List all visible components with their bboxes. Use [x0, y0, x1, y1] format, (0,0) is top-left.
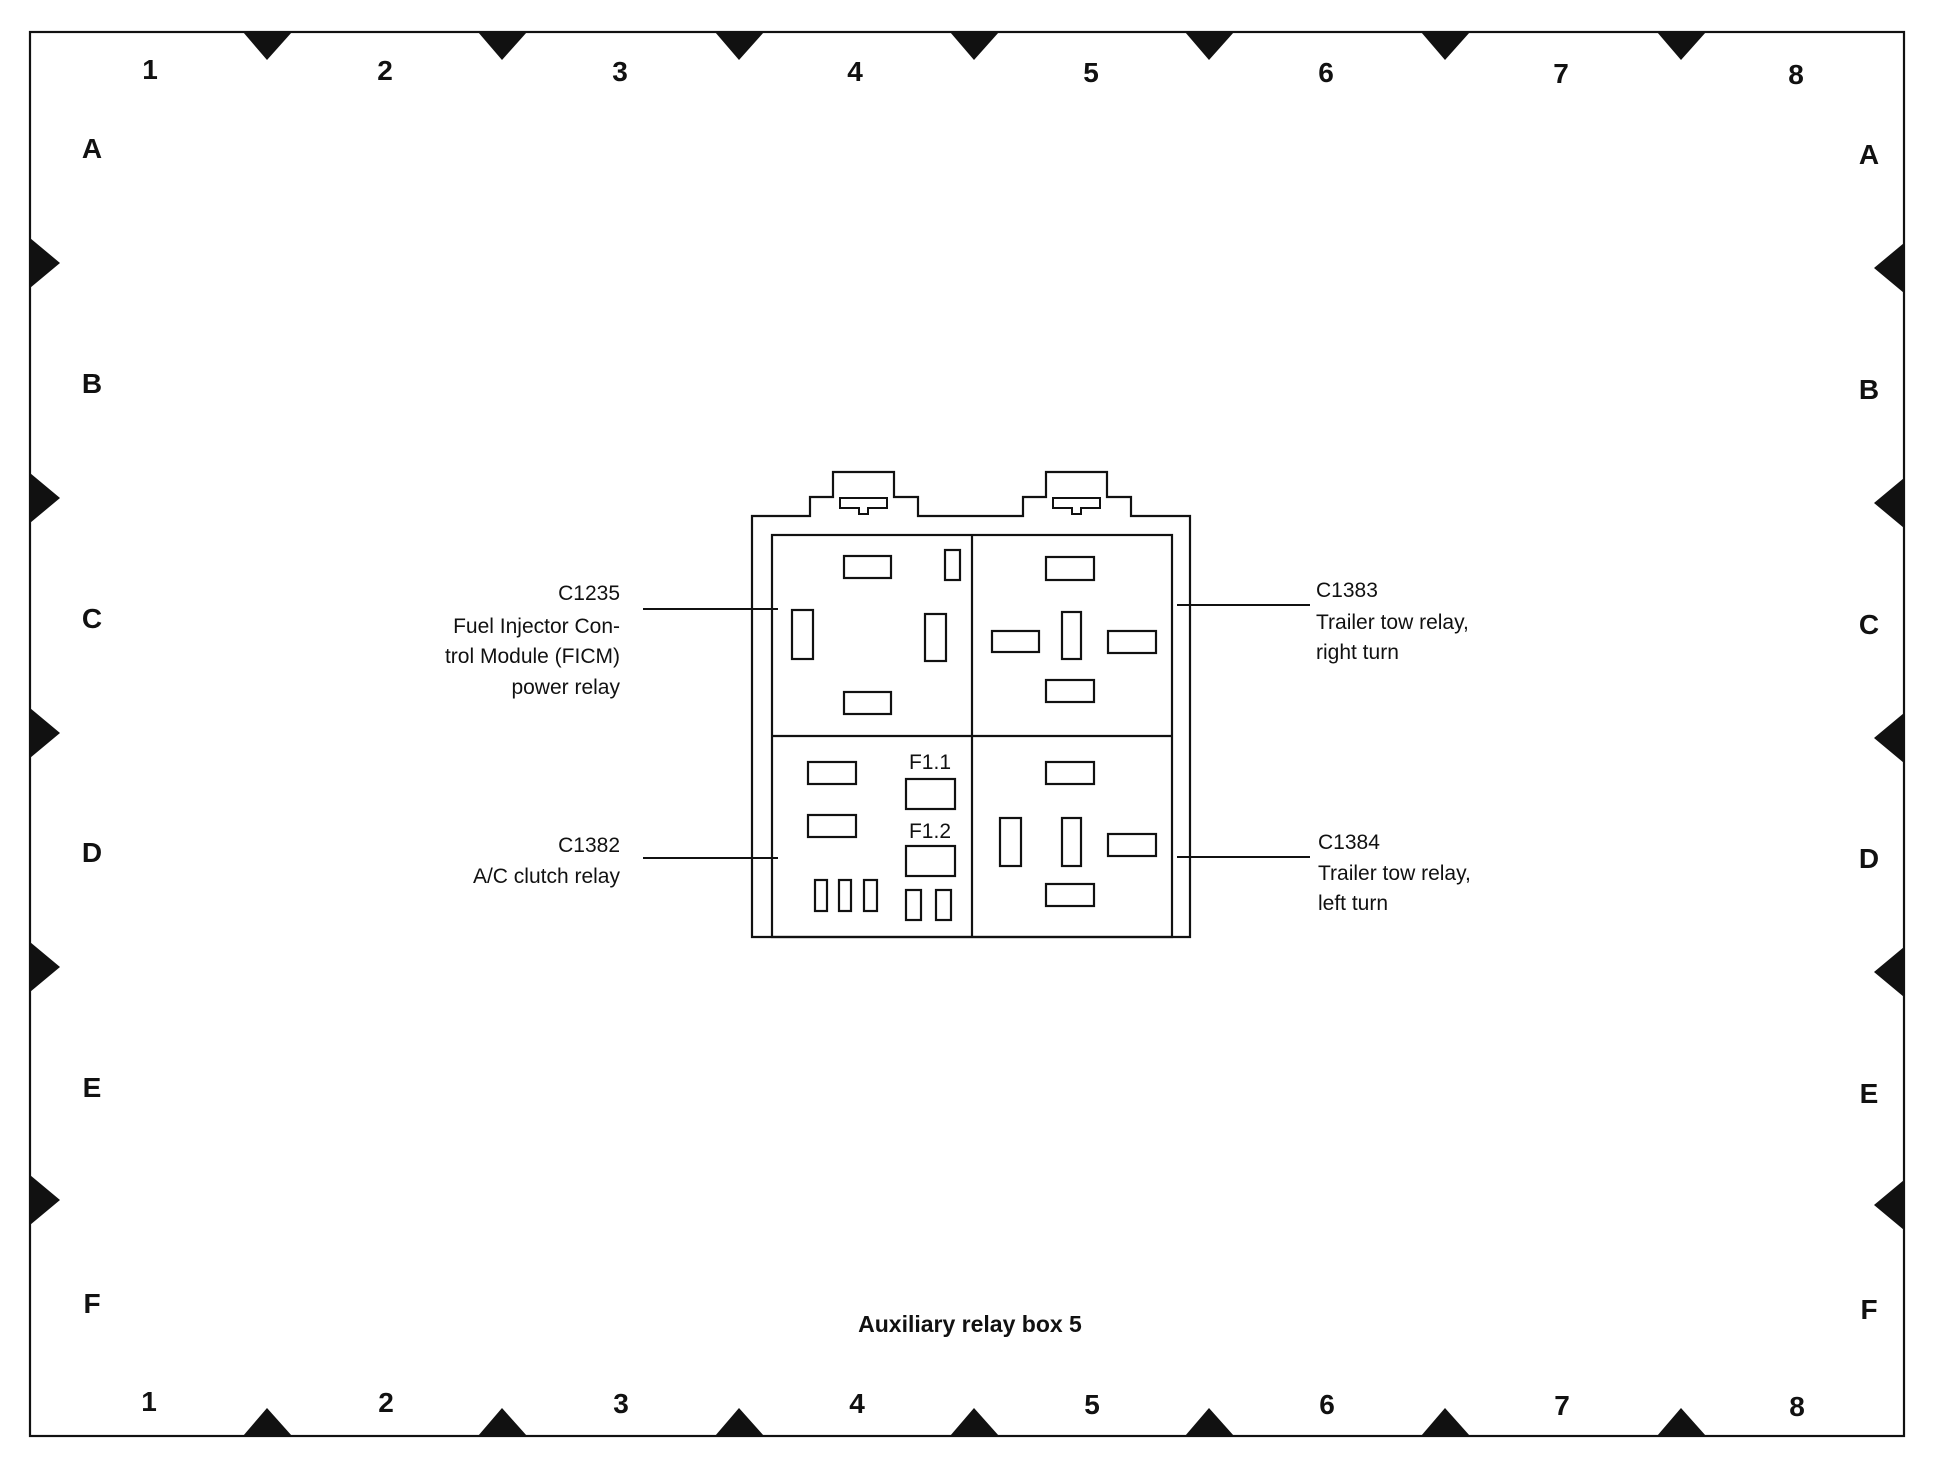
callout-c1384: C1384 Trailer tow relay, left turn	[1318, 831, 1471, 915]
connector-description: power relay	[511, 676, 620, 699]
row-label: C	[82, 603, 102, 634]
fuse-f1-1	[904, 777, 957, 811]
zone-markers-right	[1874, 243, 1904, 1230]
callout-c1235: C1235 Fuel Injector Con- trol Module (FI…	[445, 582, 621, 699]
row-label: F	[1860, 1294, 1877, 1325]
column-label: 3	[613, 1388, 629, 1419]
callout-c1383: C1383 Trailer tow relay, right turn	[1316, 579, 1469, 664]
connector-code: C1235	[558, 582, 620, 605]
column-label: 5	[1084, 1389, 1100, 1420]
column-label: 8	[1788, 59, 1804, 90]
connector-description: Fuel Injector Con-	[453, 615, 620, 638]
row-label: D	[1859, 843, 1879, 874]
connector-code: C1383	[1316, 579, 1378, 602]
relay-cavity-c1384	[998, 760, 1158, 908]
fuse-label-f1-1: F1.1	[909, 751, 951, 774]
sheet-border	[28, 30, 1906, 1438]
latch-left	[839, 497, 888, 515]
connector-description: A/C clutch relay	[473, 865, 621, 888]
zone-markers-left	[30, 238, 60, 1225]
fuse-label-f1-2: F1.2	[909, 820, 951, 843]
row-label: F	[83, 1288, 100, 1319]
row-label: A	[1859, 139, 1879, 170]
column-label: 4	[847, 56, 863, 87]
column-label: 7	[1554, 1390, 1570, 1421]
column-label: 2	[377, 55, 393, 86]
connector-description: Trailer tow relay,	[1318, 862, 1471, 885]
column-label: 2	[378, 1387, 394, 1418]
column-labels-bottom: 1 2 3 4 5 6 7 8	[141, 1386, 1805, 1422]
callout-leaders	[643, 604, 1310, 859]
connector-description: left turn	[1318, 892, 1388, 915]
column-label: 5	[1083, 57, 1099, 88]
callout-c1382: C1382 A/C clutch relay	[473, 834, 621, 888]
connector-description: Trailer tow relay,	[1316, 611, 1469, 634]
row-label: B	[1859, 374, 1879, 405]
column-label: 4	[849, 1388, 865, 1419]
fuse-f1-2	[904, 844, 957, 878]
connector-description: right turn	[1316, 641, 1399, 664]
column-label: 7	[1553, 58, 1569, 89]
zone-markers-top	[243, 32, 1706, 60]
column-label: 6	[1319, 1389, 1335, 1420]
row-label: C	[1859, 609, 1879, 640]
row-label: E	[1860, 1078, 1879, 1109]
column-label: 1	[142, 54, 158, 85]
connector-code: C1384	[1318, 831, 1380, 854]
row-labels-right: A B C D E F	[1859, 139, 1879, 1325]
column-label: 6	[1318, 57, 1334, 88]
latch-right	[1052, 497, 1101, 515]
relay-cavity-c1382	[806, 760, 957, 922]
row-label: D	[82, 837, 102, 868]
row-labels-left: A B C D E F	[82, 133, 102, 1319]
diagram-title: Auxiliary relay box 5	[858, 1311, 1082, 1337]
column-labels-top: 1 2 3 4 5 6 7 8	[142, 54, 1804, 90]
relay-cavity-c1235	[790, 548, 962, 716]
column-label: 1	[141, 1386, 157, 1417]
row-label: B	[82, 368, 102, 399]
row-label: A	[82, 133, 102, 164]
row-label: E	[83, 1072, 102, 1103]
connector-description: trol Module (FICM)	[445, 645, 620, 668]
relay-cavity-c1383	[990, 555, 1158, 704]
column-label: 8	[1789, 1391, 1805, 1422]
zone-markers-bottom	[243, 1408, 1706, 1436]
relay-box-housing	[750, 470, 1192, 939]
connector-code: C1382	[558, 834, 620, 857]
column-label: 3	[612, 56, 628, 87]
